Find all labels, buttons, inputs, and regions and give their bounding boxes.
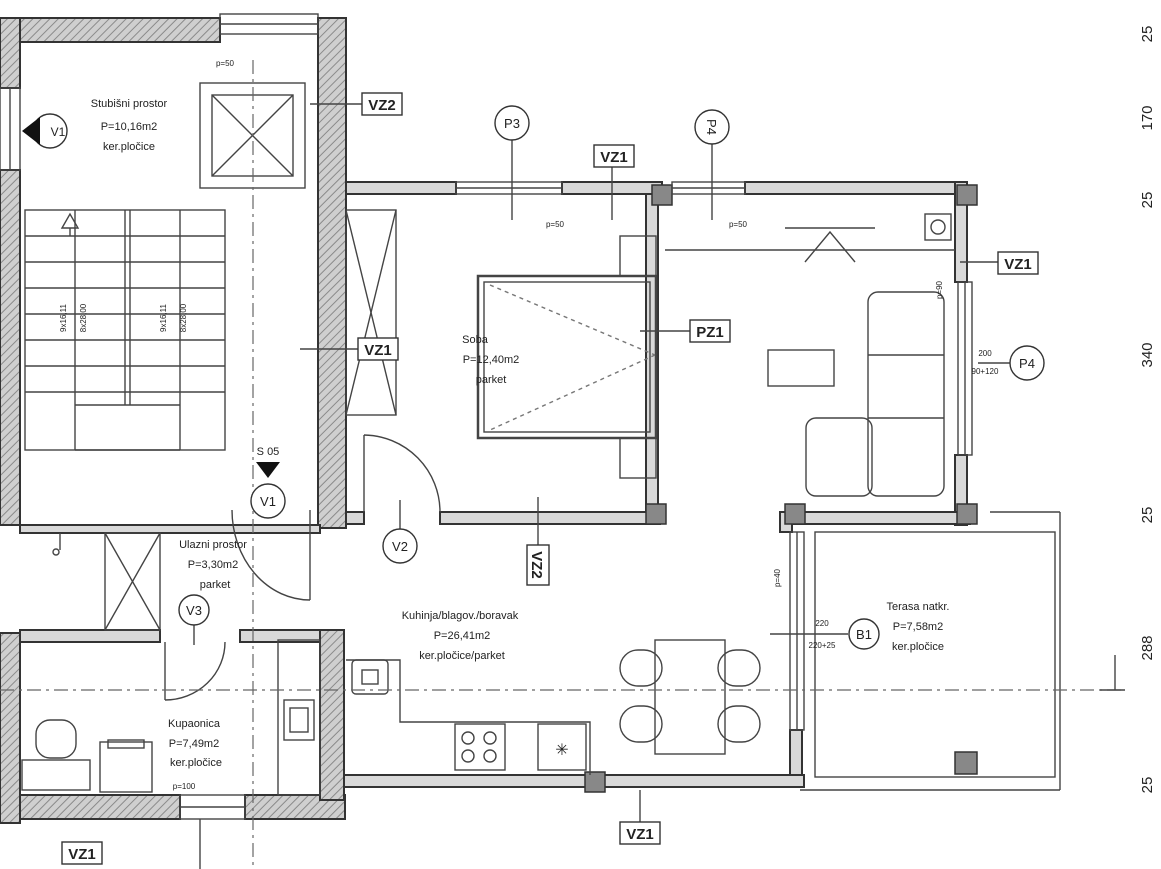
terrace-outline [800,511,1061,791]
svg-text:V1: V1 [260,494,276,509]
svg-text:VZ1: VZ1 [600,149,628,166]
svg-text:Soba: Soba [462,334,489,346]
svg-text:Ulazni prostor: Ulazni prostor [179,539,247,551]
svg-text:25: 25 [1139,777,1156,794]
svg-text:V3: V3 [186,603,202,618]
svg-text:ker.pločice: ker.pločice [892,641,944,653]
svg-text:P=3,30m2: P=3,30m2 [188,559,238,571]
svg-text:Stubišni prostor: Stubišni prostor [91,98,168,110]
svg-text:VZ1: VZ1 [626,826,654,843]
kitchen-counter: ✳ [346,659,591,775]
svg-text:parket: parket [476,374,507,386]
svg-text:p=90: p=90 [935,280,944,299]
svg-text:220+25: 220+25 [809,641,836,650]
room-label-terrace: Terasa natkr. P=7,58m2 ker.pločice [887,601,950,653]
opening-v3: V3 [178,594,210,626]
wall-tag-vz1-bottom-left: VZ1 [61,841,103,865]
svg-text:VZ2: VZ2 [368,97,396,114]
wall-tag-vz1-bottom: VZ1 [619,821,661,845]
wall-tag-vz1-right: VZ1 [997,251,1039,275]
svg-text:8x28,00: 8x28,00 [79,303,88,332]
svg-text:VZ2: VZ2 [528,551,545,579]
svg-text:340: 340 [1139,342,1156,367]
opening-v1-top: V1 [22,113,68,149]
svg-text:parket: parket [200,579,231,591]
svg-text:p=50: p=50 [546,220,565,229]
svg-text:VZ1: VZ1 [68,846,96,863]
svg-text:ker.pločice: ker.pločice [170,757,222,769]
axis-lines [0,60,1125,869]
svg-text:ker.pločice: ker.pločice [103,141,155,153]
svg-text:p=40: p=40 [773,568,782,587]
bathroom-fixtures [21,532,321,796]
svg-text:S 05: S 05 [257,446,280,458]
svg-text:25: 25 [1139,26,1156,43]
columns [584,184,978,793]
tag-leaders [193,103,1010,869]
bearing-walls [0,17,347,824]
staircase [24,209,226,451]
svg-text:P=12,40m2: P=12,40m2 [463,354,520,366]
opening-p4-top: P4 [694,109,730,145]
opening-p4: P4 [1009,345,1045,381]
svg-text:P4: P4 [1019,356,1035,371]
room-label-bathroom: Kupaonica P=7,49m2 ker.pločice [168,718,222,769]
svg-text:✳: ✳ [555,742,568,759]
svg-text:VZ1: VZ1 [364,342,392,359]
svg-text:P4: P4 [704,119,719,135]
svg-text:PZ1: PZ1 [696,324,724,341]
svg-text:288: 288 [1139,635,1156,660]
svg-text:p=50: p=50 [216,59,235,68]
partition-walls [19,181,971,788]
svg-text:P=10,16m2: P=10,16m2 [101,121,158,133]
wall-tag-pz1: PZ1 [689,319,731,343]
dimension-chain: 25 170 25 340 25 288 25 [1139,26,1156,794]
opening-p3: P3 [494,105,530,141]
svg-text:200: 200 [978,349,992,358]
room-label-bedroom: Soba P=12,40m2 parket [462,334,519,386]
windows [0,13,973,820]
opening-b1: B1 [848,618,880,650]
svg-text:Terasa natkr.: Terasa natkr. [887,601,950,613]
svg-text:8x28,00: 8x28,00 [179,303,188,332]
svg-text:9x16,11: 9x16,11 [159,304,168,332]
svg-text:25: 25 [1139,507,1156,524]
svg-text:p=100: p=100 [173,782,196,791]
svg-text:V2: V2 [392,539,408,554]
living-furniture [665,213,955,497]
svg-text:VZ1: VZ1 [1004,256,1032,273]
svg-text:170: 170 [1139,105,1156,130]
svg-text:V1: V1 [51,125,66,139]
svg-text:9x16,11: 9x16,11 [59,304,68,332]
opening-v1: V1 [250,462,286,519]
wall-tag-vz1-mid: VZ1 [357,337,399,361]
small-notes: p=50 p=50 p=50 p=90 p=40 p=100 9x16,11 8… [59,59,999,791]
svg-text:Kupaonica: Kupaonica [168,718,221,730]
svg-text:ker.pločice/parket: ker.pločice/parket [419,650,505,662]
svg-text:25: 25 [1139,192,1156,209]
wall-tag-vz2-top: VZ2 [361,92,403,116]
room-label-entry: Ulazni prostor P=3,30m2 parket [179,539,247,591]
dining-table [619,639,761,755]
bed [476,235,658,479]
svg-text:p=50: p=50 [729,220,748,229]
room-label-kitchen: Kuhinja/blagov./boravak P=26,41m2 ker.pl… [402,610,519,662]
svg-text:90+120: 90+120 [972,367,999,376]
room-label-stair: Stubišni prostor P=10,16m2 ker.pločice [91,98,168,153]
wardrobe [345,209,397,416]
wall-tag-vz1-top: VZ1 [593,144,635,168]
opening-v2: V2 [382,528,418,564]
svg-text:P=7,49m2: P=7,49m2 [169,738,219,750]
svg-text:P=26,41m2: P=26,41m2 [434,630,491,642]
svg-text:Kuhinja/blagov./boravak: Kuhinja/blagov./boravak [402,610,519,622]
svg-text:P3: P3 [504,116,520,131]
svg-text:220: 220 [815,619,829,628]
svg-text:P=7,58m2: P=7,58m2 [893,621,943,633]
wall-tag-vz2-vertical: VZ2 [526,544,550,586]
svg-text:B1: B1 [856,627,872,642]
opening-s05: S 05 [257,446,280,458]
